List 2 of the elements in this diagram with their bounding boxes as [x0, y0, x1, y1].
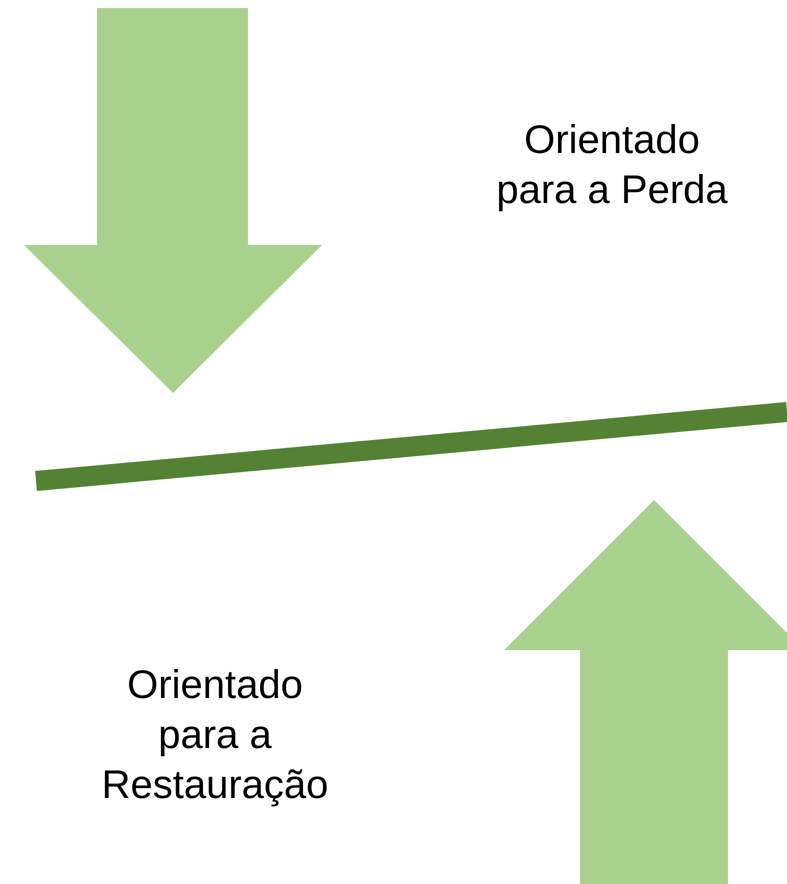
label-text: Orientado para a Perda: [495, 117, 729, 214]
label-text: Orientado para a Restauração: [100, 662, 330, 809]
